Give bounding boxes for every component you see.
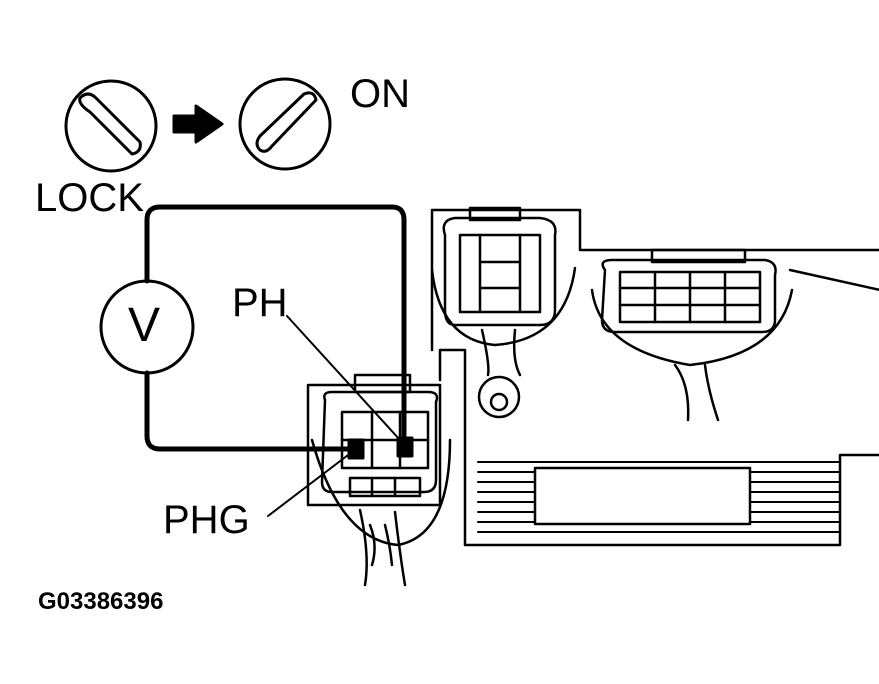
on-label: ON [350,72,410,116]
phg-terminal-label: PHG [163,498,250,542]
engine-block-outline [432,210,879,545]
ecu-housing [478,462,840,532]
test-lead-wires [147,207,404,449]
ignition-on-position-icon [240,79,330,169]
ph-leader-line [287,316,400,440]
ignition-lock-position-icon [66,81,156,171]
arrow-right-icon [174,106,222,142]
voltmeter-label: V [128,299,161,352]
sensor-connector [308,375,450,585]
middle-connector [432,208,575,417]
ph-terminal-label: PH [232,281,288,325]
ph-probe-tip [398,438,412,456]
figure-code: G03386396 [38,588,164,615]
phg-leader-line [268,452,352,516]
lock-label: LOCK [35,176,144,220]
phg-probe-tip [349,440,363,458]
right-connector [592,250,792,420]
